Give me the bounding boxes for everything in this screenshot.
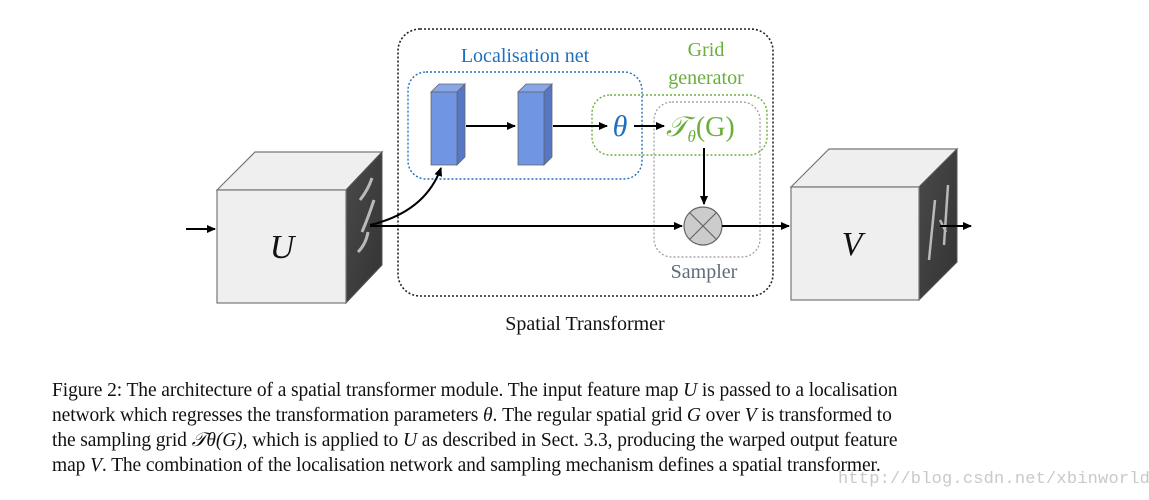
caption-figure-label: Figure 2: — [52, 380, 123, 401]
spatial-transformer-boundary — [397, 28, 774, 297]
caption-text: is transformed to — [756, 405, 892, 426]
caption-text: . The combination of the localisation ne… — [101, 455, 881, 476]
watermark: http://blog.csdn.net/xbinworld — [838, 470, 1149, 489]
caption-text: The architecture of a spatial transforme… — [126, 380, 684, 401]
caption-math: 𝒯θ(G) — [191, 430, 243, 451]
caption-math: θ — [483, 405, 493, 426]
transform-expression: 𝒯θ(G) — [666, 112, 735, 146]
transform-subscript: θ — [687, 127, 695, 146]
caption-text: the sampling grid — [52, 430, 192, 451]
grid-generator-label-line2: generator — [668, 67, 744, 89]
caption-line-3: the sampling grid 𝒯θ(G), which is applie… — [52, 428, 1112, 453]
caption-math: U — [683, 380, 698, 401]
grid-generator-boundary — [591, 94, 768, 156]
localisation-layer-2 — [517, 83, 553, 166]
spatial-transformer-title: Spatial Transformer — [505, 313, 665, 335]
caption-line-4: map V. The combination of the localisati… — [52, 453, 1112, 478]
localisation-layer-1 — [430, 83, 466, 166]
theta-symbol: θ — [613, 110, 628, 143]
spatial-transformer-diagram: Localisation net Grid generator Sampler … — [186, 28, 972, 335]
caption-text: network which regresses the transformati… — [52, 405, 484, 426]
caption-math: G — [686, 405, 701, 426]
input-map-label: U — [270, 229, 297, 266]
caption-line-1: Figure 2: The architecture of a spatial … — [52, 378, 1112, 403]
input-feature-map-cube — [215, 150, 384, 305]
output-feature-map-cube — [789, 147, 959, 302]
sampler-label: Sampler — [671, 261, 738, 283]
caption-math: V — [90, 455, 102, 476]
caption-text: map — [52, 455, 91, 476]
sampler-node — [683, 206, 723, 246]
caption-text: over — [700, 405, 745, 426]
caption-text: is passed to a localisation — [697, 380, 898, 401]
grid-generator-label-line1: Grid — [688, 39, 725, 61]
transform-argument: (G) — [696, 112, 735, 143]
caption-math: V — [744, 405, 757, 426]
caption-text: , which is applied to — [242, 430, 403, 451]
caption-text: . The regular spatial grid — [492, 405, 687, 426]
caption-text: as described in Sect. 3.3, producing the… — [416, 430, 898, 451]
arrow-U-to-localisation — [369, 167, 443, 226]
sampler-boundary — [653, 101, 761, 258]
caption-line-2: network which regresses the transformati… — [52, 403, 1112, 428]
figure-caption: Figure 2: The architecture of a spatial … — [52, 378, 1112, 478]
localisation-net-label: Localisation net — [461, 45, 590, 67]
caption-math: U — [402, 430, 417, 451]
